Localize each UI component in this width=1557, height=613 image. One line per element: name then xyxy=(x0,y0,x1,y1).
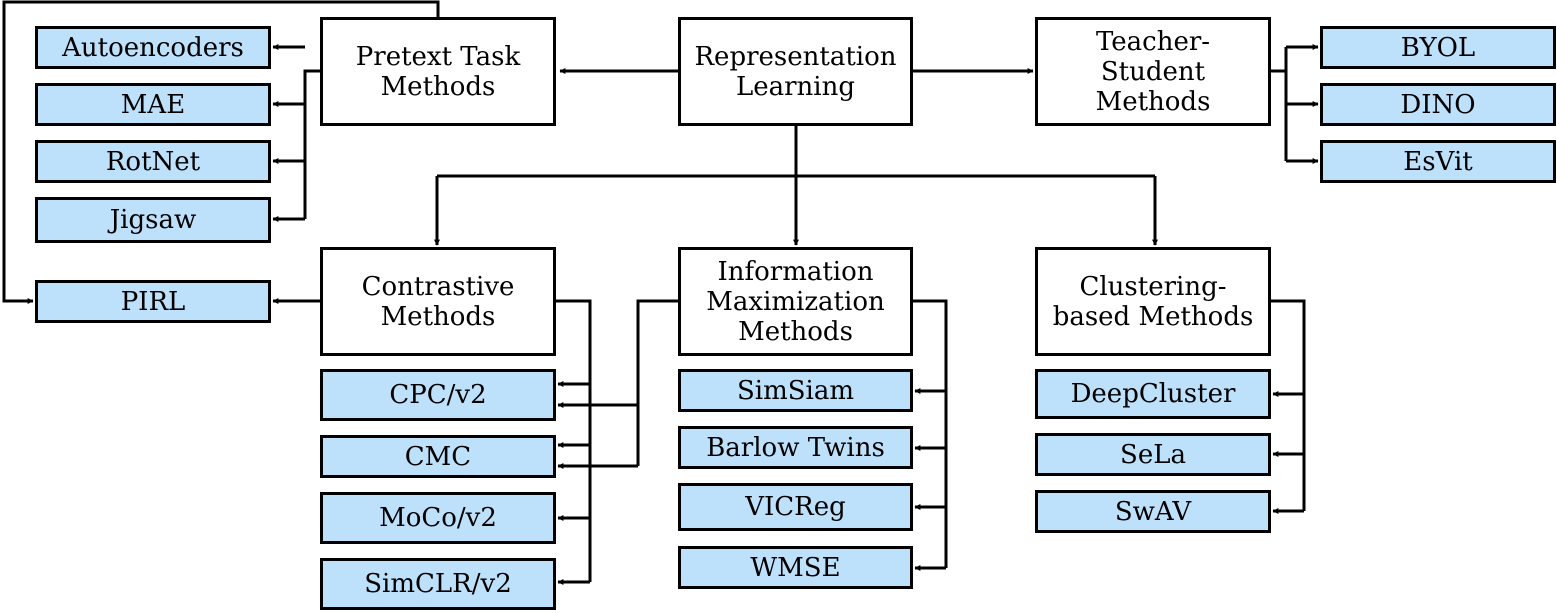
node-representation-learning: Representation Learning xyxy=(678,17,913,126)
bracket-infomax xyxy=(913,299,948,568)
method-dino: DINO xyxy=(1320,83,1556,126)
bracket-contrastive xyxy=(556,299,592,582)
node-information-maximization-methods: Information Maximization Methods xyxy=(678,247,913,356)
bracket-infomax-left xyxy=(636,299,678,466)
method-cmc: CMC xyxy=(320,435,556,478)
bracket-clustering xyxy=(1271,299,1306,511)
method-moco-v2: MoCo/v2 xyxy=(320,492,556,544)
method-deepcluster: DeepCluster xyxy=(1035,369,1271,419)
node-pretext-task-methods: Pretext Task Methods xyxy=(320,17,556,126)
method-pirl: PIRL xyxy=(35,280,271,323)
method-mae: MAE xyxy=(35,83,271,126)
method-cpc-v2: CPC/v2 xyxy=(320,369,556,421)
method-simsiam: SimSiam xyxy=(678,369,913,412)
method-vicreg: VICReg xyxy=(678,483,913,531)
method-autoencoders: Autoencoders xyxy=(35,26,271,69)
node-contrastive-methods: Contrastive Methods xyxy=(320,247,556,356)
method-rotnet: RotNet xyxy=(35,140,271,183)
node-teacher-student-methods: Teacher- Student Methods xyxy=(1035,17,1271,126)
method-barlow-twins: Barlow Twins xyxy=(678,426,913,469)
method-simclr-v2: SimCLR/v2 xyxy=(320,558,556,610)
edge-pretext-pirl xyxy=(2,0,440,304)
method-sela: SeLa xyxy=(1035,433,1271,476)
bracket-pretext xyxy=(303,69,320,219)
node-clustering-based-methods: Clustering- based Methods xyxy=(1035,247,1271,356)
method-esvit: EsVit xyxy=(1320,140,1556,183)
bracket-teacher xyxy=(1271,47,1288,161)
method-byol: BYOL xyxy=(1320,26,1556,69)
method-swav: SwAV xyxy=(1035,490,1271,533)
method-wmse: WMSE xyxy=(678,546,913,589)
method-jigsaw: Jigsaw xyxy=(35,197,271,243)
